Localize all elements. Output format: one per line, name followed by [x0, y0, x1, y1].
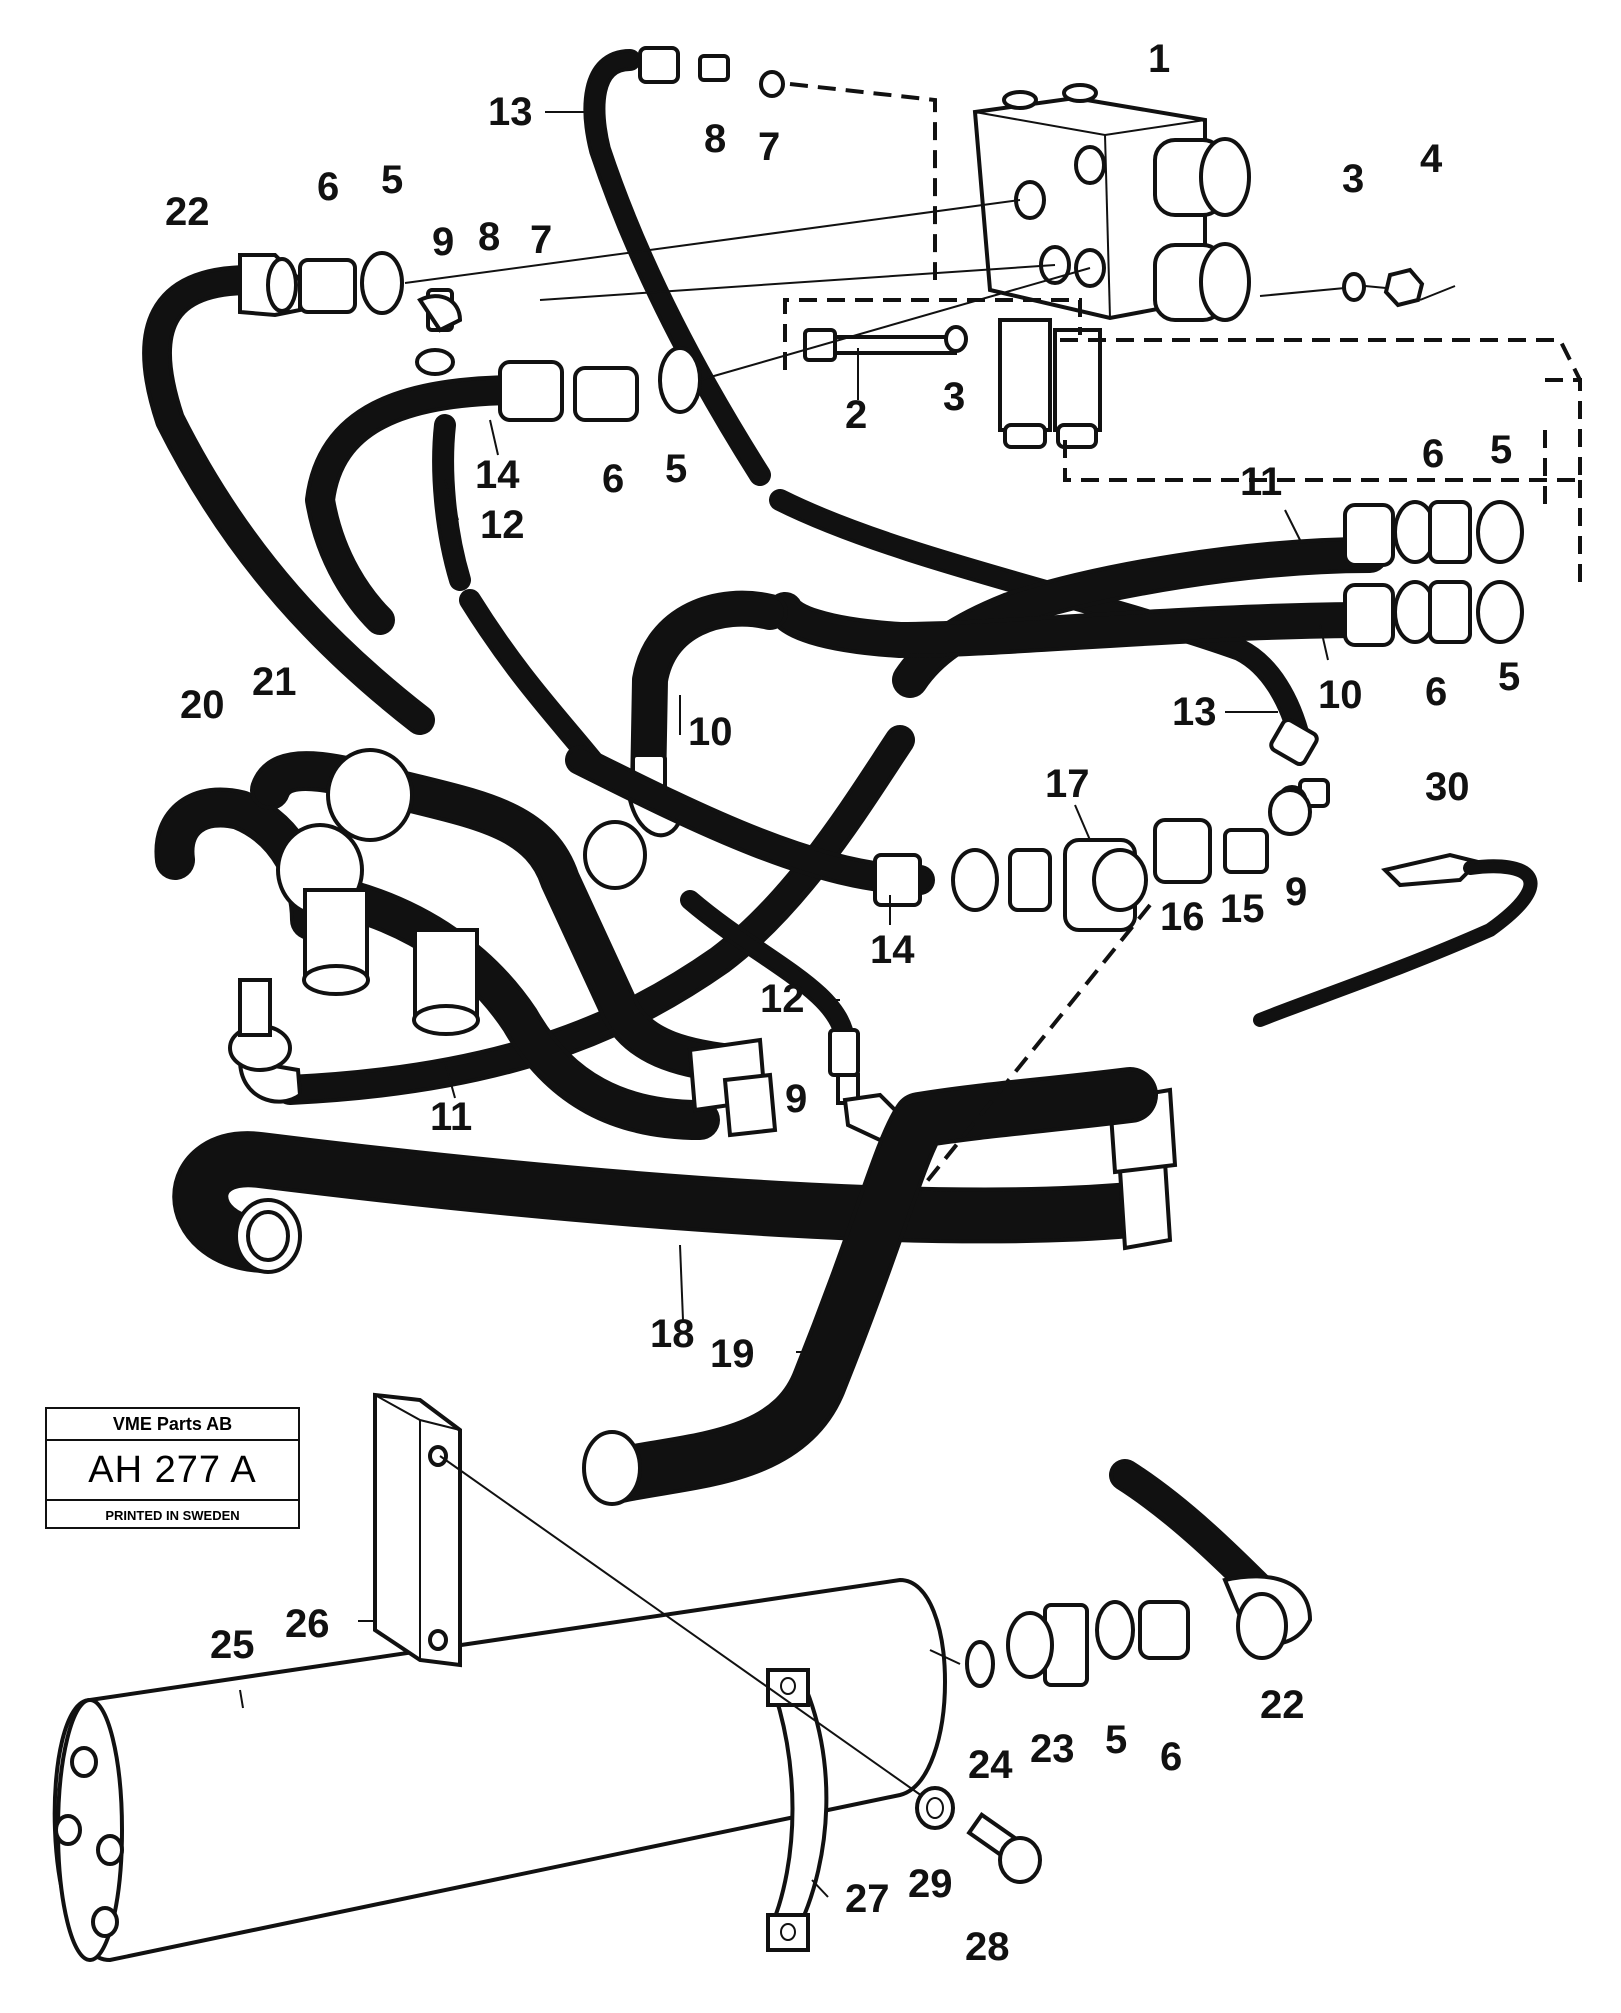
- callout-labels: 1 2 3 3 4 5 5 5 5 5 6 6 6 6 6 7 7 8 8 9 …: [165, 37, 1520, 1969]
- callout-23: 23: [1030, 1727, 1075, 1771]
- callout-1: 1: [1148, 37, 1170, 81]
- pipe-19: [582, 1067, 1158, 1506]
- callout-3: 3: [943, 375, 965, 419]
- callout-2: 2: [845, 393, 867, 437]
- callout-22: 22: [165, 190, 210, 234]
- drawing-number: AH 277 A: [47, 1441, 298, 1501]
- title-block: VME Parts AB AH 277 A PRINTED IN SWEDEN: [45, 1407, 300, 1529]
- callout-12: 12: [760, 977, 805, 1021]
- callout-22: 22: [1260, 1683, 1305, 1727]
- pipes-20-21: [154, 748, 778, 1140]
- leader-lines: [239, 111, 1329, 1898]
- callout-5: 5: [1498, 655, 1520, 699]
- callout-24: 24: [968, 1743, 1013, 1787]
- callout-6: 6: [1425, 670, 1447, 714]
- hoses-10-11: [583, 500, 1524, 890]
- callout-14: 14: [475, 453, 520, 497]
- callout-5: 5: [1490, 428, 1512, 472]
- callout-14: 14: [870, 928, 915, 972]
- callout-8: 8: [704, 117, 726, 161]
- callout-28: 28: [965, 1925, 1010, 1969]
- bolt-assembly: [803, 267, 1425, 362]
- callout-10: 10: [688, 710, 733, 754]
- callout-6: 6: [1160, 1735, 1182, 1779]
- callout-9: 9: [1285, 870, 1307, 914]
- callout-5: 5: [381, 158, 403, 202]
- strap-27: [766, 1668, 829, 1952]
- callout-12: 12: [480, 503, 525, 547]
- clamp-26: [373, 1392, 462, 1668]
- callout-17: 17: [1045, 762, 1090, 806]
- callout-20: 20: [180, 683, 225, 727]
- callout-4: 4: [1420, 137, 1443, 181]
- callout-7: 7: [758, 125, 780, 169]
- callout-5: 5: [1105, 1718, 1127, 1762]
- hose-11-lower: [228, 725, 915, 1105]
- print-note: PRINTED IN SWEDEN: [105, 1508, 240, 1523]
- callout-21: 21: [252, 660, 297, 704]
- callout-19: 19: [710, 1332, 755, 1376]
- callout-15: 15: [1220, 887, 1265, 931]
- callout-25: 25: [210, 1623, 255, 1667]
- callout-6: 6: [602, 457, 624, 501]
- pipe-18: [172, 1087, 1178, 1274]
- company-name: VME Parts AB: [47, 1409, 298, 1441]
- callout-9: 9: [432, 220, 454, 264]
- clip-30: [1253, 852, 1538, 1027]
- callout-26: 26: [285, 1602, 330, 1646]
- tank-25: [52, 1577, 947, 1963]
- callout-11: 11: [430, 1095, 472, 1139]
- hose-14-lower: [565, 745, 1312, 932]
- callout-13: 13: [488, 90, 533, 134]
- fittings-22-24: [965, 1459, 1313, 1688]
- callout-9: 9: [785, 1077, 807, 1121]
- valve-block: [972, 83, 1251, 449]
- bolt-28-washer-29: [439, 1455, 1042, 1884]
- callout-13: 13: [1172, 690, 1217, 734]
- hose-13: [583, 46, 785, 486]
- callout-8: 8: [478, 215, 500, 259]
- callout-3: 3: [1342, 157, 1364, 201]
- callout-5: 5: [665, 447, 687, 491]
- callout-16: 16: [1160, 895, 1205, 939]
- callout-18: 18: [650, 1312, 695, 1356]
- assembly-lines: [404, 199, 1456, 1665]
- callout-29: 29: [908, 1862, 953, 1906]
- callout-11: 11: [1240, 460, 1282, 504]
- callout-7: 7: [530, 218, 552, 262]
- callout-30: 30: [1425, 765, 1470, 809]
- callout-27: 27: [845, 1877, 890, 1921]
- callout-10: 10: [1318, 673, 1363, 717]
- callout-6: 6: [317, 165, 339, 209]
- dashed-guides: [783, 82, 1582, 1192]
- callout-6: 6: [1422, 432, 1444, 476]
- long-hoses: [142, 251, 1330, 821]
